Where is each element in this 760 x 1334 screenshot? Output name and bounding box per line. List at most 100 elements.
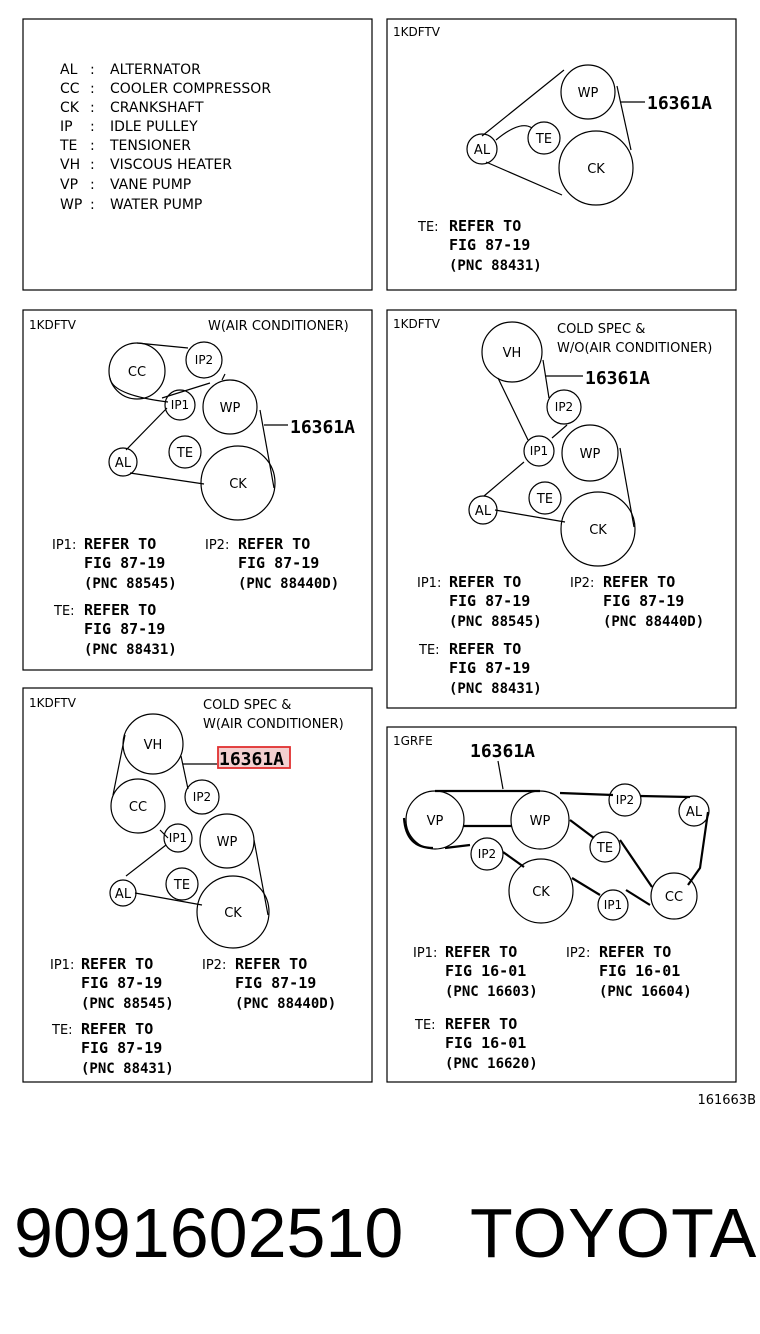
pulley-label: IP1 [530,444,548,458]
ref-tag: TE: [418,643,440,658]
pulley-ip2 [546,389,582,425]
ref-text: REFER TO [81,1020,153,1038]
pulley-al [108,447,138,477]
pulley-cc [110,778,166,834]
ref-text: FIG 16-01 [599,962,680,980]
figure-id: 161663B [697,1093,756,1108]
ref-text: (PNC 88431) [81,1061,174,1077]
legend-colon: : [90,157,95,173]
pulley-te [527,121,561,155]
pulley-label: IP2 [555,400,573,414]
pulley-te [165,867,199,901]
legend-code: AL [60,62,78,78]
pulley-label: CK [229,477,247,492]
pulley-label: VH [503,346,522,361]
belt-path [481,69,632,196]
ref-text: (PNC 16620) [445,1056,538,1072]
pulley-label: IP2 [616,793,634,807]
ref-text: REFER TO [449,640,521,658]
legend-desc: TENSIONER [109,138,191,154]
ref-text: (PNC 88545) [449,614,542,630]
spec-label: COLD SPEC & [203,698,291,713]
pulley-label: TE [536,492,553,507]
legend-colon: : [90,197,95,213]
legend-colon: : [90,62,95,78]
ref-text: (PNC 88440D) [238,576,339,592]
spec-label: COLD SPEC & [557,322,645,337]
engine-code: 1KDFTV [393,25,441,39]
pulley-label: CK [532,885,550,900]
ref-tag: IP1: [52,538,76,553]
part-callout: 16361A [585,368,650,389]
ref-tag: IP1: [413,946,437,961]
ref-text: FIG 87-19 [235,974,316,992]
pulley-cc [108,342,166,400]
part-callout: 16361A [470,741,535,762]
pulley-label: TE [173,878,190,893]
pulley-al [109,879,137,907]
pulley-label: AL [475,504,492,519]
highlight-box [217,746,291,769]
engine-code: 1KDFTV [393,317,441,331]
part-callout: 16361A [647,93,712,114]
legend-colon: : [90,81,95,97]
legend-desc: CRANKSHAFT [110,100,204,116]
ref-text: REFER TO [84,535,156,553]
pulley-label: AL [115,887,132,902]
ref-text: FIG 87-19 [238,554,319,572]
ref-tag: IP2: [570,576,594,591]
legend-code: CK [60,100,80,116]
pulley-label: CC [128,365,146,380]
ref-tag: IP2: [202,958,226,973]
ref-text: FIG 87-19 [449,659,530,677]
legend-code: IP [60,119,73,135]
pulley-te [589,831,621,863]
pulley-label: CC [129,800,147,815]
legend-code: TE [59,138,77,154]
pulley-te [168,435,202,469]
brand-name: TOYOTA [470,1194,758,1272]
belt-path [402,817,512,850]
pulley-te [528,481,562,515]
ref-text: (PNC 16604) [599,984,692,1000]
pulley-label: CK [589,523,607,538]
ref-text: REFER TO [445,1015,517,1033]
ref-text: (PNC 88431) [449,258,542,274]
spec-label: W/O(AIR CONDITIONER) [557,341,712,356]
pulley-label: WP [530,814,551,829]
belt-path [483,359,635,528]
pulley-label: TE [596,841,613,856]
ref-text: FIG 87-19 [449,236,530,254]
pulley-vp [405,790,465,850]
pulley-ip2-lower [470,837,504,871]
pulley-label: VH [144,738,163,753]
pulley-al [678,795,710,827]
legend-code: CC [60,81,80,97]
ref-text: REFER TO [84,601,156,619]
pulley-label: TE [176,446,193,461]
legend-colon: : [90,100,95,116]
pulley-label: AL [474,143,491,158]
ref-text: FIG 87-19 [81,974,162,992]
ref-text: REFER TO [603,573,675,591]
panel-1kdftv-cold-spec-without-ac: 1KDFTV COLD SPEC & W/O(AIR CONDITIONER) … [386,309,737,709]
ref-text: REFER TO [445,943,517,961]
pulley-label: IP1 [604,898,622,912]
pulley-ck [200,445,276,521]
legend-panel: AL : ALTERNATOR CC : COOLER COMPRESSOR C… [22,18,373,291]
pulley-label: WP [580,447,601,462]
ref-text: FIG 87-19 [84,620,165,638]
ref-text: (PNC 88545) [84,576,177,592]
ref-text: (PNC 88431) [84,642,177,658]
pulley-label: WP [220,401,241,416]
ref-text: REFER TO [449,217,521,235]
pulley-label: TE [535,132,552,147]
ref-text: FIG 87-19 [449,592,530,610]
pulley-ck [558,130,634,206]
pulley-ip1 [597,889,629,921]
ref-text: REFER TO [235,955,307,973]
pulley-label: AL [686,805,703,820]
pulley-label: WP [578,86,599,101]
panel-1kdftv-basic: 1KDFTV WP CK AL TE 16361A TE: REFER TO F… [386,18,737,291]
pulley-wp [561,424,619,482]
